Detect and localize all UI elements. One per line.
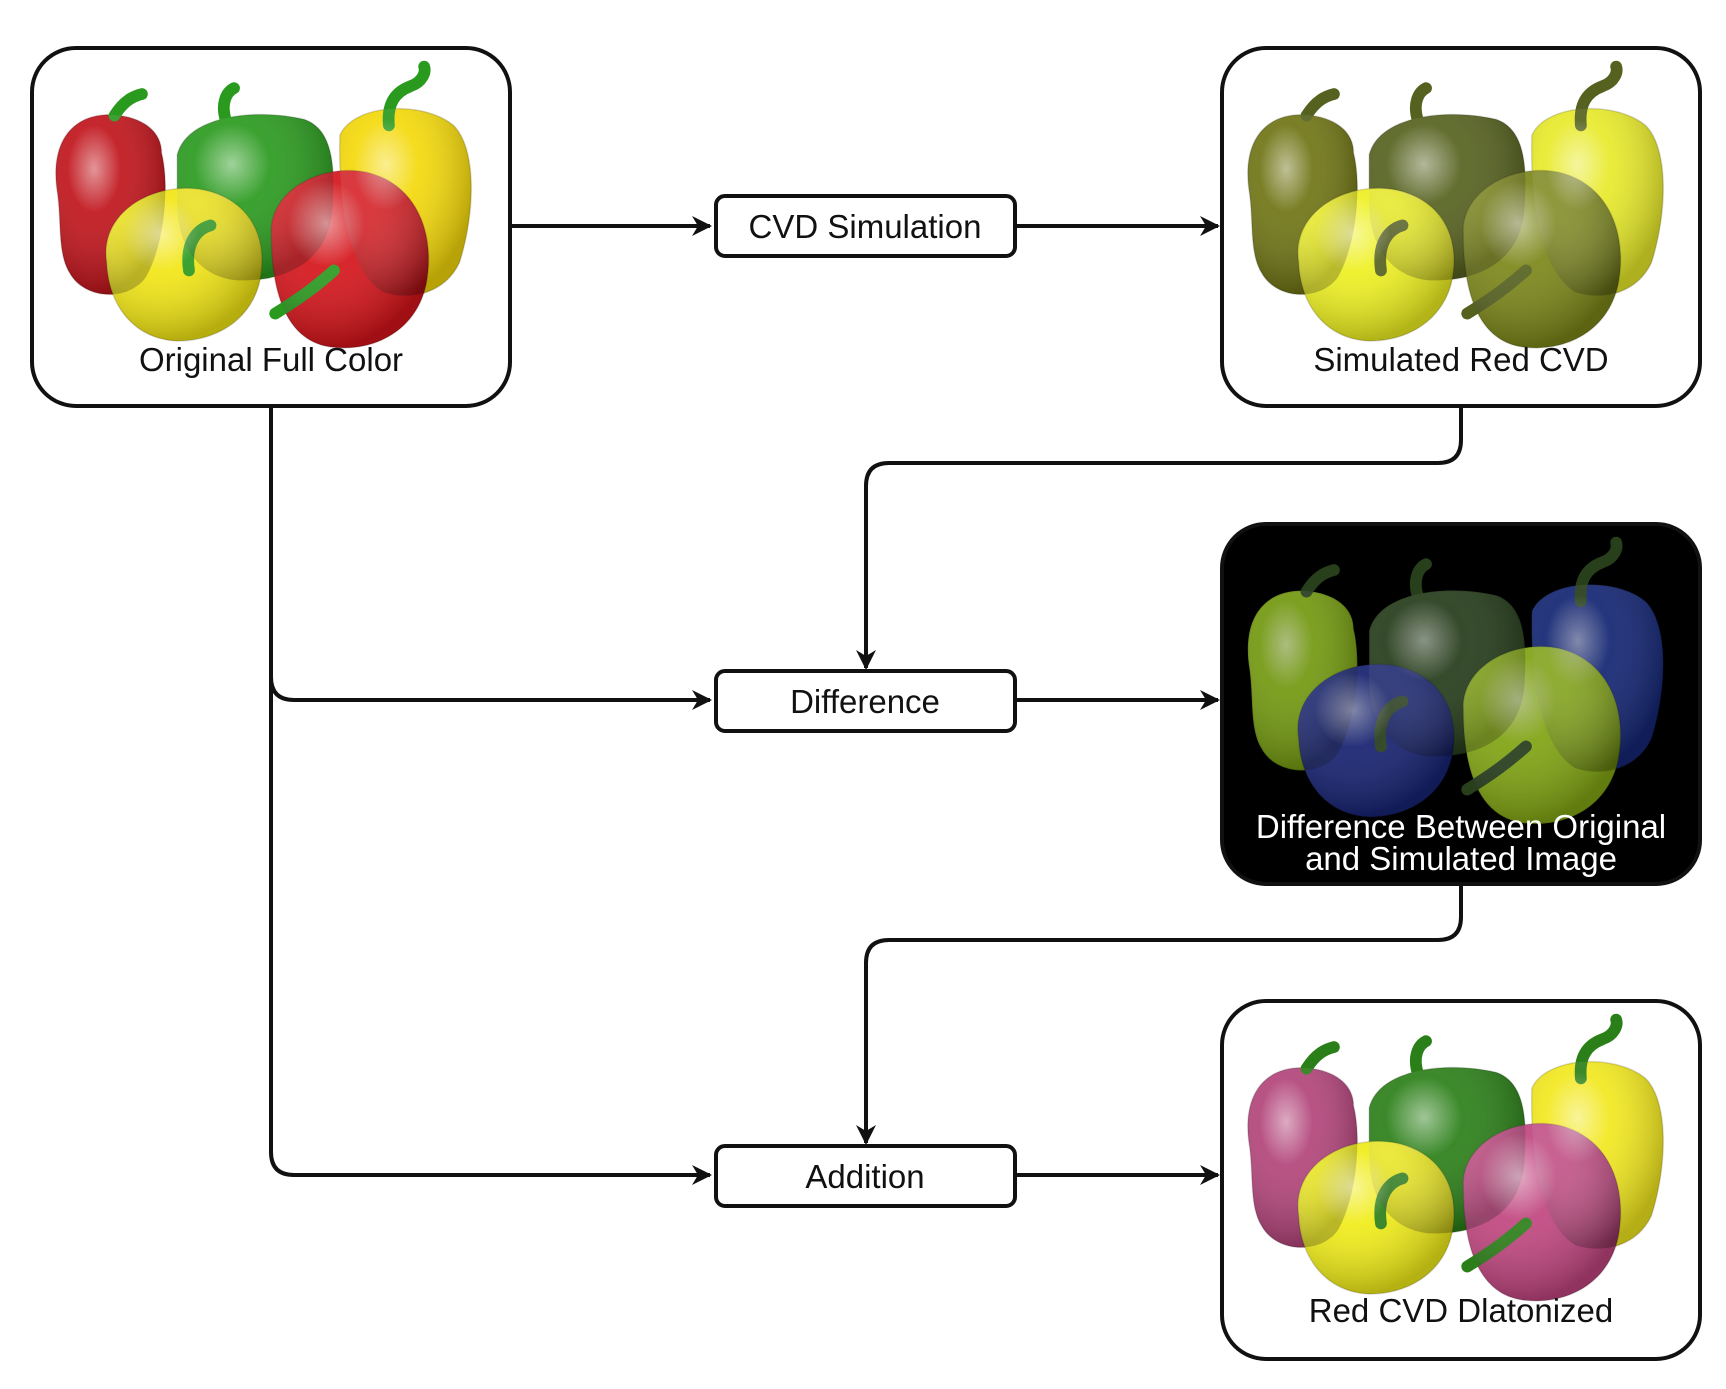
pepper-stem — [217, 82, 240, 128]
connectors — [269, 216, 1463, 1185]
panel-simulated-label: Simulated Red CVD — [1313, 341, 1608, 378]
op-cvd-simulation-label: CVD Simulation — [749, 208, 982, 245]
pepper-image-difference — [1247, 536, 1664, 825]
op-cvd-simulation: CVD Simulation — [714, 194, 1017, 258]
op-difference-label: Difference — [790, 683, 940, 720]
panel-difference-label-line1: Difference Between Original — [1256, 808, 1666, 845]
pepper-stem — [1300, 564, 1340, 598]
panel-difference: Difference Between Original and Simulate… — [1220, 522, 1702, 886]
pepper-image-daltonized — [1247, 1013, 1664, 1302]
pepper-image-simulated — [1247, 60, 1664, 349]
arrow-original-to-difference — [269, 408, 712, 710]
pepper-stem — [1300, 1041, 1340, 1075]
panel-original-label: Original Full Color — [139, 341, 403, 378]
arrow-difference-image-to-addition — [856, 886, 1463, 1145]
pepper-stem — [1409, 1035, 1432, 1081]
arrow-original-to-addition — [269, 677, 712, 1185]
pepper-image-original — [55, 60, 472, 349]
op-addition-label: Addition — [805, 1158, 924, 1195]
panel-difference-label-line2: and Simulated Image — [1305, 840, 1617, 877]
panel-original: Original Full Color — [30, 46, 512, 408]
op-addition: Addition — [714, 1144, 1017, 1208]
panel-daltonized-label: Red CVD Dlatonized — [1309, 1292, 1613, 1329]
pepper-stem — [108, 88, 148, 122]
panel-daltonized: Red CVD Dlatonized — [1220, 999, 1702, 1361]
pepper-stem — [1409, 558, 1432, 604]
panel-simulated: Simulated Red CVD — [1220, 46, 1702, 408]
pepper-stem — [1409, 82, 1432, 128]
arrow-simulated-to-difference — [856, 408, 1463, 670]
pepper-stem — [1300, 88, 1340, 122]
op-difference: Difference — [714, 669, 1017, 733]
